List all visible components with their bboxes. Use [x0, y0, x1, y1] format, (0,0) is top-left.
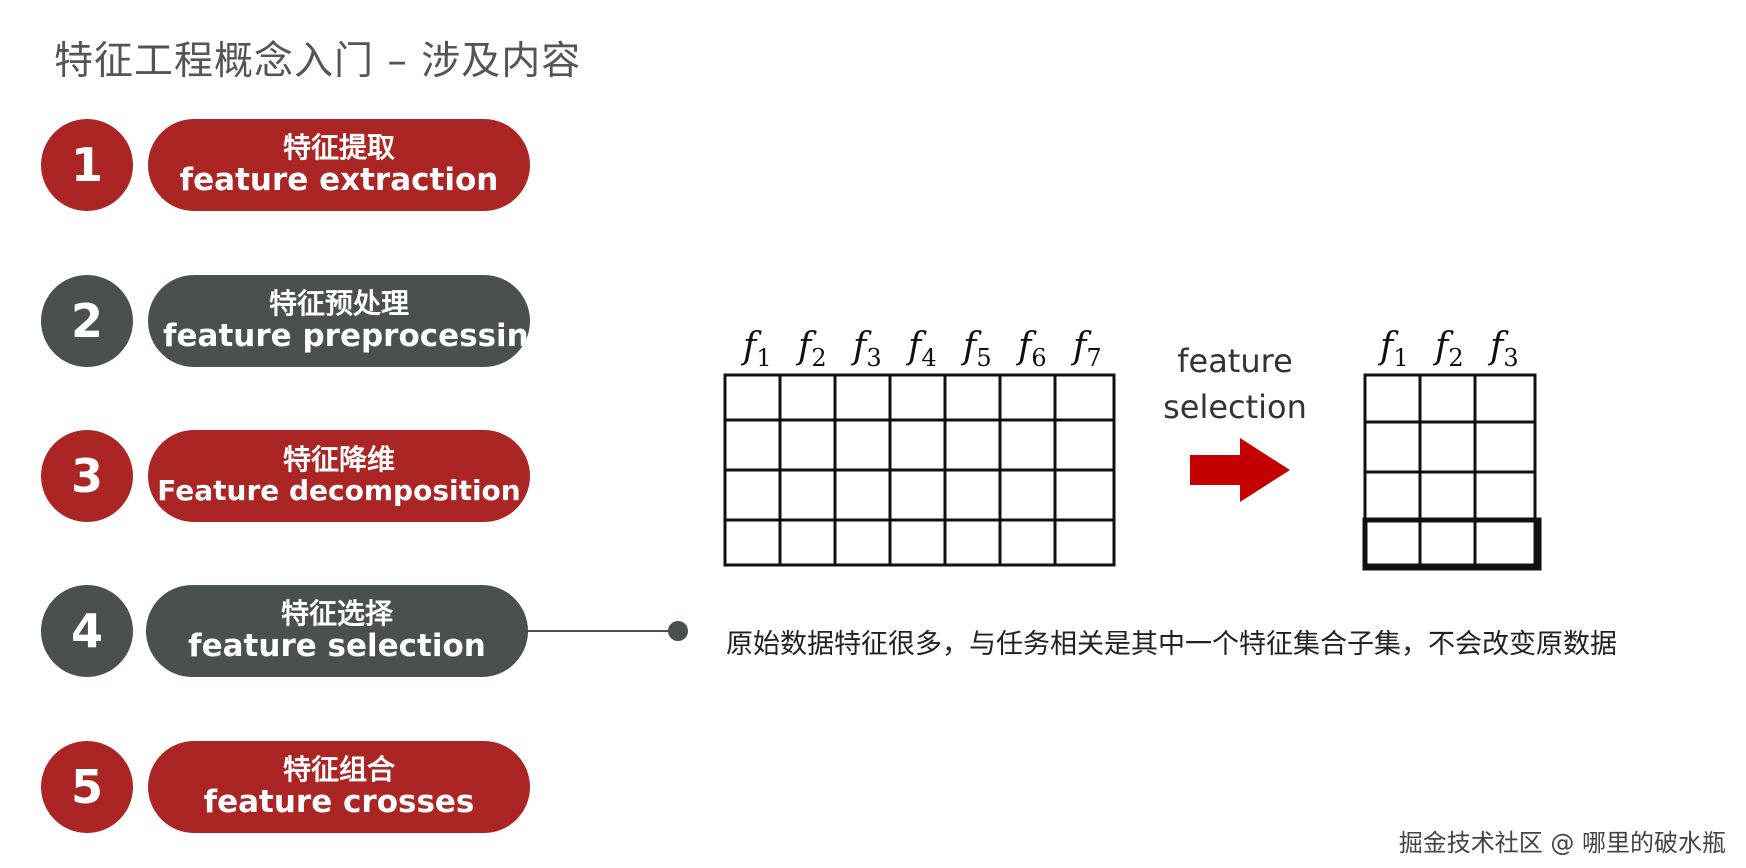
selected-feature-headers: f1 f2 f3 — [1377, 326, 1519, 372]
step-3-chinese-label: 特征降维 — [282, 443, 395, 477]
step-5-pill: 特征组合 feature crosses — [148, 741, 530, 833]
original-feature-headers: f1 f2 f3 f4 f5 f6 f7 — [740, 326, 1102, 372]
step-1-number-badge: 1 — [41, 119, 133, 211]
step-4-chinese-label: 特征选择 — [280, 596, 393, 630]
original-feature-header-2: f2 — [795, 326, 827, 372]
original-feature-grid — [723, 373, 1116, 567]
step-4-number-badge: 4 — [41, 585, 133, 677]
selected-feature-header-2: f2 — [1432, 326, 1464, 372]
connector-dot — [668, 621, 688, 641]
page-title: 特征工程概念入门 – 涉及内容 — [54, 39, 582, 84]
selected-feature-header-1: f1 — [1377, 326, 1409, 372]
step-3-pill: 特征降维 Feature decomposition — [148, 430, 530, 522]
step-2-pill: 特征预处理 feature preprocessing — [148, 275, 530, 367]
step-3-number-badge: 3 — [41, 430, 133, 522]
step-2-chinese-label: 特征预处理 — [268, 286, 409, 320]
step-2-english-label: feature preprocessing — [163, 318, 530, 355]
step-4-english-label: feature selection — [188, 628, 486, 665]
step-4-pill: 特征选择 feature selection — [146, 585, 528, 677]
step-1-english-label: feature extraction — [179, 162, 499, 199]
connector-line — [526, 630, 676, 632]
step-5-chinese-label: 特征组合 — [282, 752, 395, 786]
step-1-chinese-label: 特征提取 — [282, 130, 395, 164]
original-feature-header-7: f7 — [1070, 326, 1102, 372]
original-feature-header-5: f5 — [960, 326, 992, 372]
original-feature-header-4: f4 — [905, 326, 937, 372]
selected-feature-grid — [1362, 373, 1542, 571]
step-5-english-label: feature crosses — [203, 784, 475, 821]
original-feature-header-6: f6 — [1015, 326, 1047, 372]
step-5-number-badge: 5 — [41, 741, 133, 833]
step-2-number-badge: 2 — [41, 275, 133, 367]
original-feature-header-3: f3 — [850, 326, 882, 372]
feature-selection-figure: f1 f2 f3 f4 f5 f6 f7 feature selection f1 f2 f3 — [723, 326, 1542, 571]
right-arrow-icon — [1190, 438, 1290, 502]
selected-feature-header-3: f3 — [1487, 326, 1519, 372]
step-1-pill: 特征提取 feature extraction — [148, 119, 530, 211]
arrow-label-line2: selection — [1163, 388, 1307, 426]
watermark: 掘金技术社区 @ 哪里的破水瓶 — [1398, 829, 1726, 857]
original-feature-header-1: f1 — [740, 326, 772, 372]
arrow-label-line1: feature — [1177, 342, 1293, 380]
feature-selection-description: 原始数据特征很多，与任务相关是其中一个特征集合子集，不会改变原数据 — [726, 629, 1617, 660]
step-3-english-label: Feature decomposition — [157, 474, 521, 507]
